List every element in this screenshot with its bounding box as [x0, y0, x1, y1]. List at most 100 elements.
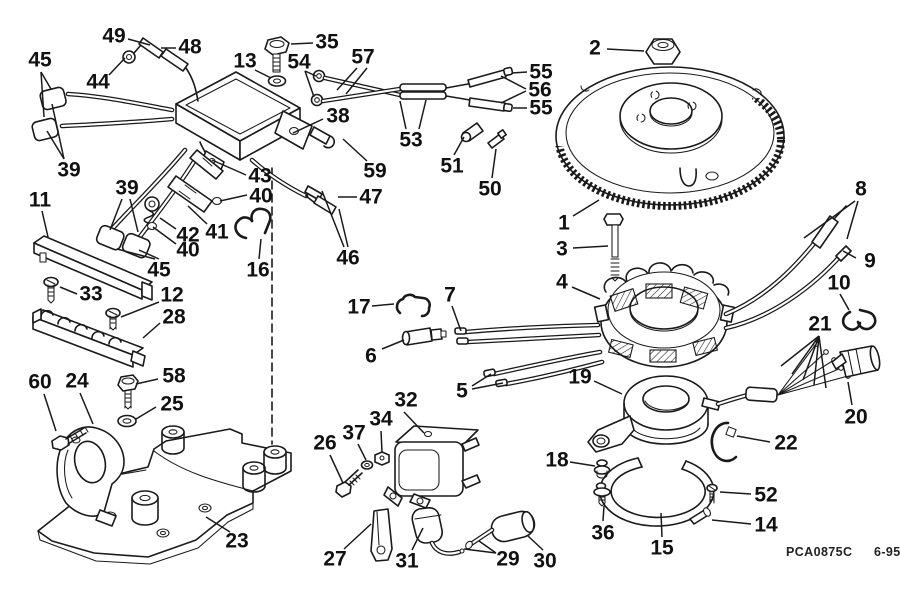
strap-27	[370, 508, 393, 562]
callout-9-30: 9	[842, 250, 876, 273]
part-number: 19	[568, 366, 591, 389]
part-number: 48	[178, 36, 202, 59]
part-number: 8	[855, 178, 867, 201]
part-number: 37	[342, 422, 365, 445]
terminal-9	[835, 245, 852, 262]
part-number: 27	[323, 548, 346, 571]
callout-4-32: 4	[556, 271, 601, 300]
leader-line	[802, 335, 820, 381]
callout-49-0: 49	[102, 25, 151, 48]
connector-43	[189, 149, 224, 180]
callout-38-15: 38	[292, 105, 350, 134]
leader-line	[511, 71, 528, 74]
leader-line	[791, 335, 820, 375]
leader-line	[418, 99, 427, 130]
callout-13-4: 13	[233, 50, 272, 79]
leader-line	[46, 130, 65, 160]
part-number: 22	[774, 432, 797, 455]
stator-winding	[692, 336, 719, 357]
stator-winding	[679, 286, 709, 310]
crimp-sleeve-48	[160, 48, 189, 72]
cover-plate-11	[33, 235, 153, 301]
leader-line	[343, 523, 372, 550]
callout-39-17: 39	[46, 103, 81, 182]
leader-line	[381, 339, 405, 350]
spark-plug-boot	[31, 86, 67, 142]
pin-14	[689, 507, 711, 525]
part-number: 16	[246, 259, 269, 282]
flywheel	[555, 66, 785, 210]
callout-12-36: 12	[120, 284, 184, 318]
callout-20-52: 20	[844, 381, 868, 429]
leader-line	[345, 67, 368, 95]
leader-line	[572, 199, 600, 217]
callout-45-63: 45	[116, 248, 171, 282]
leader-line	[129, 198, 139, 233]
part-number: 21	[808, 313, 832, 336]
part-number: 51	[440, 155, 464, 178]
leader-line	[304, 70, 315, 98]
callout-55-11: 55	[513, 97, 553, 120]
leader-line	[842, 250, 857, 259]
stator	[593, 262, 736, 368]
wire-clip-10	[841, 308, 877, 331]
part-number: 60	[28, 371, 51, 394]
callout-44-3: 44	[86, 57, 126, 94]
crimp-sleeve-8	[811, 215, 839, 249]
callout-5-41: 5	[456, 373, 504, 403]
callout-56-10: 56	[500, 75, 552, 104]
clamp-59	[309, 126, 336, 149]
callout-45-2: 45	[28, 49, 52, 118]
leader-line	[59, 286, 78, 295]
stator-leads	[401, 205, 852, 388]
part-number: 13	[233, 50, 256, 73]
part-number: 6	[365, 345, 377, 368]
callout-43-18: 43	[211, 159, 272, 188]
connector-51	[460, 122, 484, 143]
part-number: 3	[556, 238, 568, 261]
callout-40-19: 40	[219, 185, 273, 208]
bullet-terminal-7	[456, 337, 469, 345]
washer-25	[117, 414, 137, 428]
screw-60	[51, 426, 89, 451]
leader-line	[572, 245, 609, 249]
leader-line	[41, 210, 49, 238]
sleeve-53	[399, 83, 447, 92]
callout-55-9: 55	[511, 61, 553, 84]
part-number: 32	[394, 389, 417, 412]
part-number: 9	[864, 250, 876, 273]
leader-line	[116, 248, 156, 260]
part-number: 38	[326, 105, 350, 128]
drawing-date: 6-95	[874, 545, 900, 559]
part-number: 25	[160, 393, 184, 416]
leader-line	[152, 226, 177, 245]
part-number: 41	[205, 221, 229, 244]
callout-8-29: 8	[803, 178, 867, 240]
plate-boss	[131, 425, 287, 526]
leader-line	[336, 67, 358, 91]
part-number: 45	[147, 259, 171, 282]
callout-18-50: 18	[545, 449, 596, 472]
callout-29-60: 29	[463, 540, 520, 571]
ignition-harness	[310, 66, 514, 113]
leader-line	[357, 443, 367, 461]
callout-14-56: 14	[711, 514, 778, 537]
callout-60-43: 60	[28, 371, 57, 432]
connector-55	[467, 69, 507, 88]
callout-51-13: 51	[440, 136, 465, 178]
boot-30	[465, 510, 536, 550]
terminal-46	[313, 195, 337, 215]
washer-37	[360, 460, 374, 470]
leader-line	[138, 249, 160, 260]
screw-36	[593, 482, 611, 507]
callout-47-20: 47	[338, 186, 383, 209]
leader-line	[258, 238, 262, 260]
callout-3-28: 3	[556, 238, 609, 261]
stator-winding	[607, 338, 634, 359]
screw-26	[335, 469, 363, 498]
coil-terminal	[461, 474, 481, 489]
leader-line	[135, 406, 157, 420]
leader-line	[453, 136, 465, 156]
harness-sleeve	[745, 386, 778, 403]
